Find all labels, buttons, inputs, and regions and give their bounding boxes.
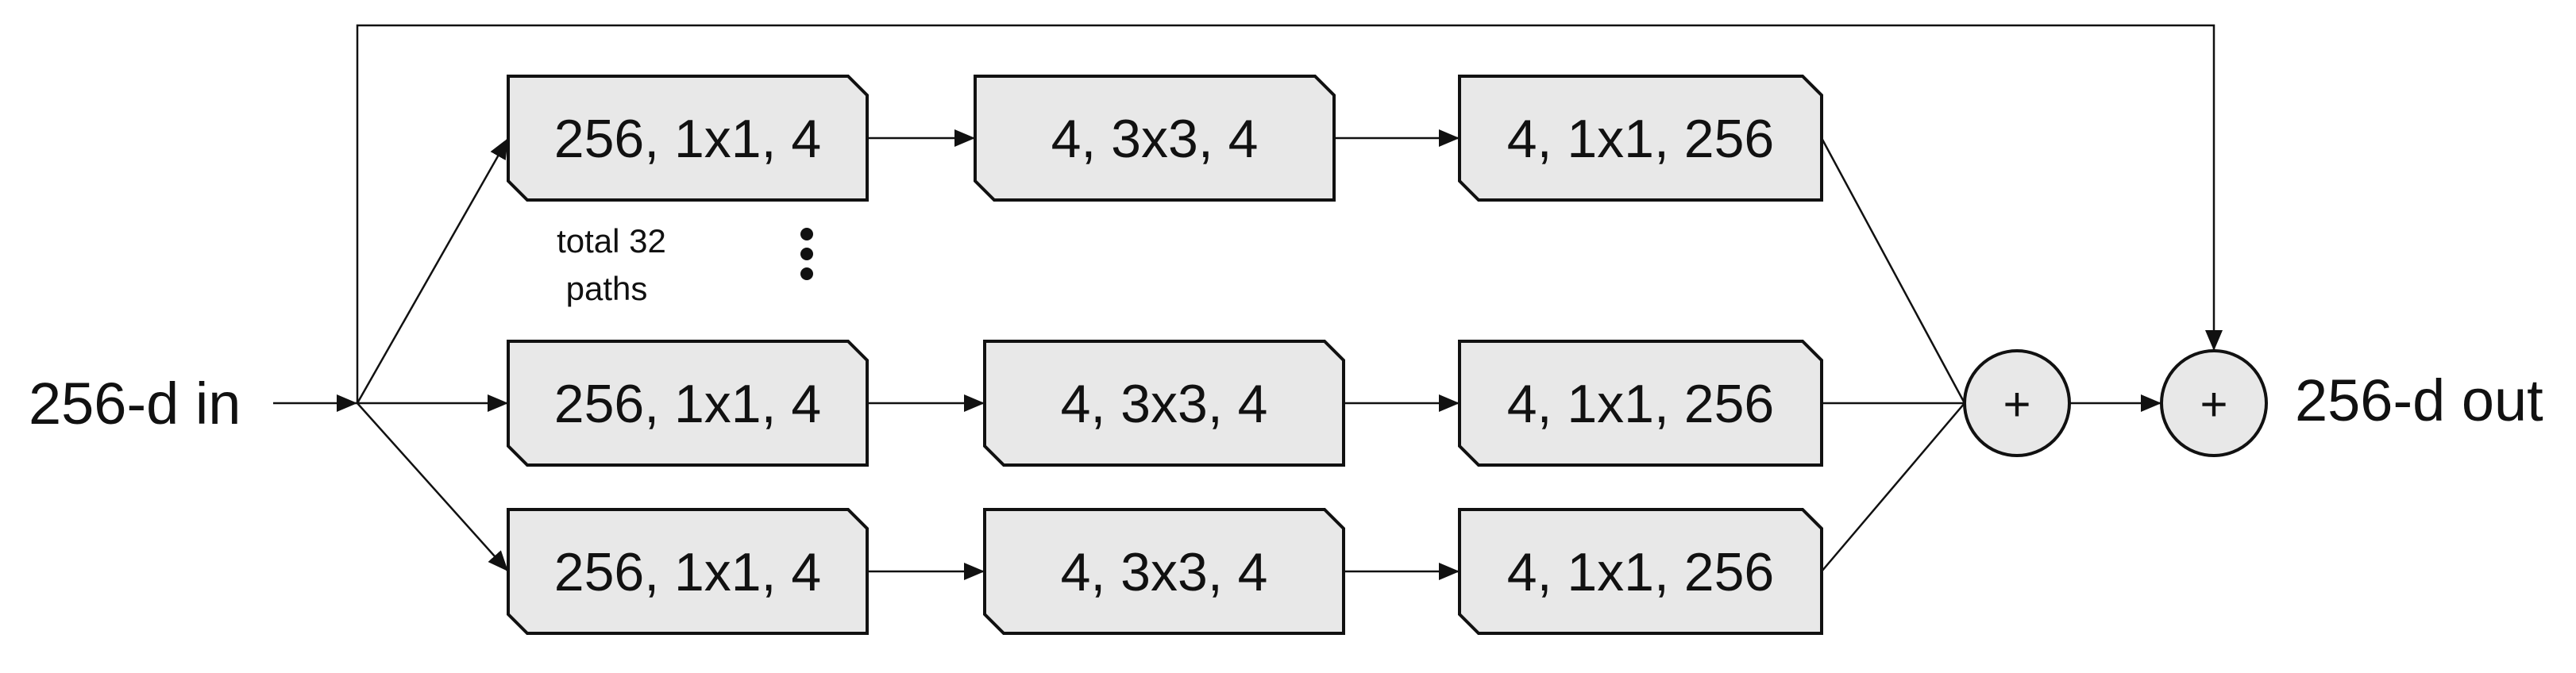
split-arrow-row-1 <box>356 137 510 404</box>
layer-box-label: 256, 1x1, 4 <box>554 542 821 602</box>
merge-line-row-1 <box>1820 137 1966 404</box>
layer-boxes: 256, 1x1, 4 4, 3x3, 4 4, 1x1, 256 256, 1x1,… <box>507 75 1823 635</box>
identity-shortcut-arrow <box>356 24 2223 403</box>
layer-box-shape <box>507 75 869 202</box>
layer-box-shape <box>507 340 869 467</box>
layer-box-grouped-conv-3x3: 4, 3x3, 4 <box>974 75 1336 202</box>
layer-box-shape <box>1458 340 1823 467</box>
path-sum-symbol: + <box>2003 378 2030 431</box>
layer-box-grouped-conv-1x1-expand: 4, 1x1, 256 <box>1458 508 1823 635</box>
layer-box-grouped-conv-1x1-reduce: 256, 1x1, 4 <box>507 75 869 202</box>
layer-box-grouped-conv-1x1-reduce: 256, 1x1, 4 <box>507 340 869 467</box>
split-arrow-row-3 <box>357 402 509 572</box>
layer-box-label: 4, 3x3, 4 <box>1061 374 1268 434</box>
residual-sum-symbol: + <box>2200 378 2227 431</box>
layer-box-label: 4, 3x3, 4 <box>1061 542 1268 602</box>
path-count-note-line2: paths <box>566 270 648 307</box>
layer-box-shape <box>983 340 1345 467</box>
layer-box-grouped-conv-1x1-reduce: 256, 1x1, 4 <box>507 508 869 635</box>
layer-box-label: 256, 1x1, 4 <box>554 109 821 169</box>
residual-sum-node: + <box>2160 349 2268 457</box>
merge-line-row-3 <box>1821 402 1965 572</box>
connection-lines <box>273 24 2223 580</box>
path-sum-node: + <box>1963 349 2071 457</box>
layer-box-grouped-conv-3x3: 4, 3x3, 4 <box>983 508 1345 635</box>
layer-box-label: 256, 1x1, 4 <box>554 374 821 434</box>
layer-box-label: 4, 1x1, 256 <box>1507 374 1774 434</box>
layer-box-shape <box>974 75 1336 202</box>
vertical-ellipsis-icon <box>800 228 813 280</box>
layer-box-grouped-conv-3x3: 4, 3x3, 4 <box>983 340 1345 467</box>
output-label: 256-d out <box>2295 367 2543 433</box>
layer-box-shape <box>1458 75 1823 202</box>
input-label: 256-d in <box>29 371 241 436</box>
layer-box-grouped-conv-1x1-expand: 4, 1x1, 256 <box>1458 75 1823 202</box>
layer-box-label: 4, 3x3, 4 <box>1051 109 1259 169</box>
layer-box-shape <box>1458 508 1823 635</box>
path-count-note-line1: total 32 <box>557 222 666 260</box>
layer-box-shape <box>507 508 869 635</box>
layer-box-shape <box>983 508 1345 635</box>
layer-box-label: 4, 1x1, 256 <box>1507 542 1774 602</box>
layer-box-label: 4, 1x1, 256 <box>1507 109 1774 169</box>
layer-box-grouped-conv-1x1-expand: 4, 1x1, 256 <box>1458 340 1823 467</box>
